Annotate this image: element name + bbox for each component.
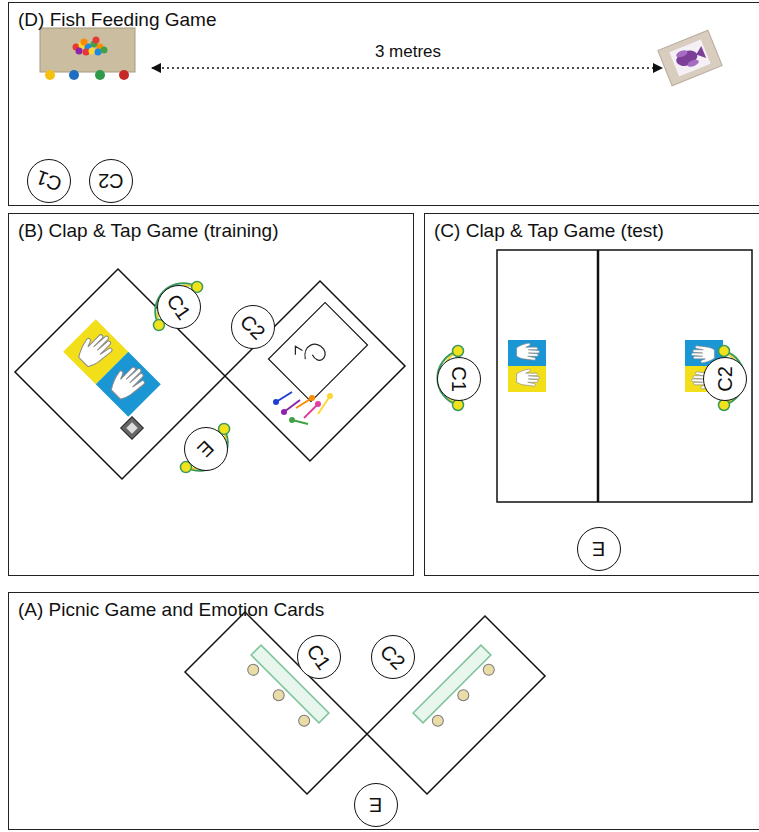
participant-circle: E <box>184 427 228 471</box>
participant-label: E <box>369 795 382 815</box>
clap-tap-pads <box>63 319 161 417</box>
participant-label: C1 <box>303 641 334 673</box>
panel-heading: (A) Picnic Game and Emotion Cards <box>18 599 324 621</box>
game-panel: C1C2E (B) Clap & Tap Game (training) <box>8 213 414 576</box>
panel-heading: (B) Clap & Tap Game (training) <box>18 220 278 242</box>
clap-tap-pads <box>508 340 723 392</box>
speaker-device <box>121 417 144 440</box>
fish-feeding-table <box>40 28 135 80</box>
picnic-table-left <box>185 612 367 794</box>
participant-circle: C2 <box>231 305 275 349</box>
participant-circle: C2 <box>371 635 415 679</box>
participant-label: E <box>194 437 218 461</box>
headphones <box>140 268 204 332</box>
test-table <box>497 250 752 502</box>
participant-circle: C1 <box>437 357 481 401</box>
participant-label: C2 <box>237 311 269 343</box>
participant-circle: E <box>577 527 621 571</box>
participant-circle: C1 <box>157 285 201 329</box>
participant-label: C1 <box>163 291 194 323</box>
game-panel: C1 C2E (C) Clap & Tap Game (test) <box>424 213 759 576</box>
training-table-right <box>225 281 405 461</box>
distance-label: 3 metres <box>372 42 444 62</box>
participant-label: E <box>592 539 605 559</box>
participant-label: C2 <box>98 171 124 191</box>
participant-circle: C2 <box>703 357 747 401</box>
emotion-card-strip <box>413 645 501 733</box>
participant-label: C2 <box>377 641 409 673</box>
game-panel: C1 C2E (A) Picnic Game and Emotion Cards <box>8 592 759 830</box>
game-panel: C1 C2 (D) Fish Feeding Game <box>8 2 759 206</box>
table-divider <box>597 250 600 502</box>
colour-pins <box>273 392 333 424</box>
participant-label: C1 <box>449 366 469 392</box>
participant-label: C1 <box>34 167 65 195</box>
drawing-sheet <box>269 303 368 402</box>
fish-card <box>658 30 722 85</box>
participant-circle: E <box>354 783 398 827</box>
panel-heading: (C) Clap & Tap Game (test) <box>434 220 664 242</box>
distance-arrow <box>152 67 662 68</box>
panel-heading: (D) Fish Feeding Game <box>18 9 217 31</box>
participant-circle: C1 <box>297 635 341 679</box>
participant-label: C2 <box>715 366 735 392</box>
picnic-table-right <box>367 616 545 794</box>
participant-circle: C1 <box>27 159 71 203</box>
headphones <box>178 421 242 485</box>
participant-circle: C2 <box>89 159 133 203</box>
